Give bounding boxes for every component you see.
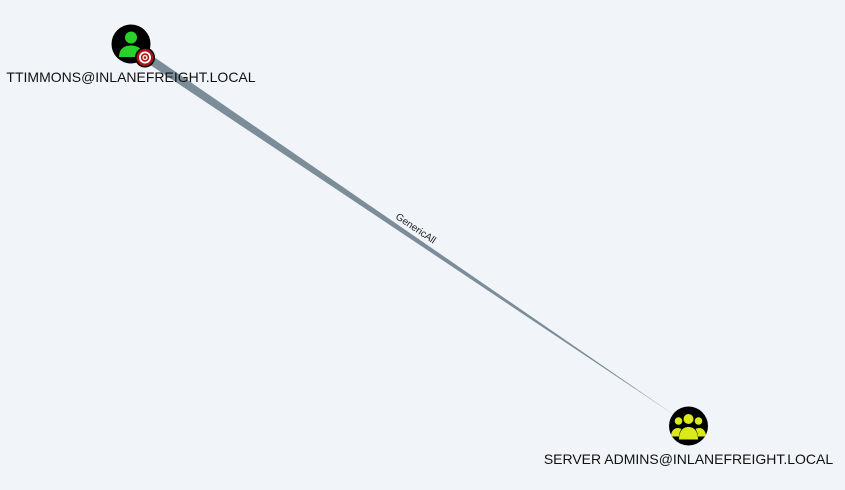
edge-line[interactable] — [133, 42, 677, 417]
node-label: TTIMMONS@INLANEFREIGHT.LOCAL — [6, 69, 255, 85]
graph-edge-genericall[interactable]: GenericAll — [133, 42, 677, 417]
target-icon — [135, 47, 155, 68]
node-label: SERVER ADMINS@INLANEFREIGHT.LOCAL — [544, 451, 834, 467]
graph-node-ttimmons[interactable]: TTIMMONS@INLANEFREIGHT.LOCAL — [6, 24, 256, 86]
node-circle[interactable] — [669, 406, 708, 446]
group-icon — [671, 414, 706, 440]
graph-node-server-admins[interactable]: SERVER ADMINS@INLANEFREIGHT.LOCAL — [544, 406, 834, 468]
